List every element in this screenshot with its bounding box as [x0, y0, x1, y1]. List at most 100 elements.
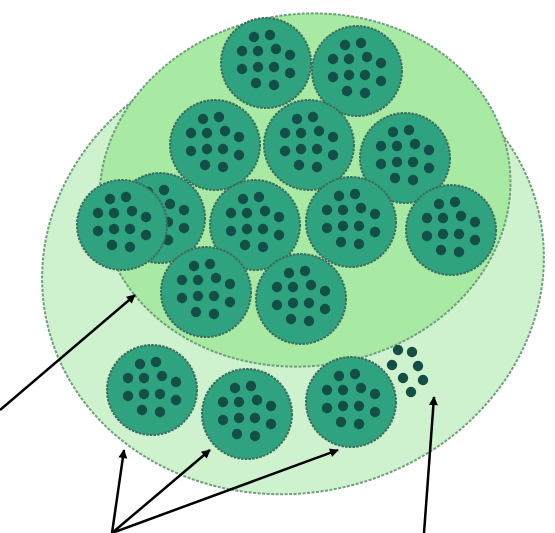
granule — [218, 144, 228, 154]
granule — [336, 417, 346, 427]
granule — [285, 50, 295, 60]
free-granule — [418, 375, 428, 385]
granule — [218, 397, 228, 407]
granule — [322, 403, 332, 413]
granule — [230, 383, 240, 393]
granule — [376, 141, 386, 151]
granule — [320, 286, 330, 296]
granule — [141, 230, 151, 240]
granule — [218, 162, 228, 172]
granule — [107, 240, 117, 250]
granule — [265, 30, 275, 40]
granule — [242, 208, 252, 218]
granule — [344, 54, 354, 64]
granule — [234, 413, 244, 423]
granule — [193, 291, 203, 301]
granule — [151, 357, 161, 367]
inner-cell-3 — [170, 100, 260, 190]
granule — [356, 203, 366, 213]
granule — [209, 309, 219, 319]
inner-cell-10 — [256, 254, 346, 344]
inner-cell-12 — [406, 185, 496, 275]
inner-cell-2 — [312, 26, 402, 116]
granule — [410, 139, 420, 149]
granule — [296, 144, 306, 154]
granule — [272, 300, 282, 310]
granule — [232, 429, 242, 439]
granule — [300, 266, 310, 276]
granule — [344, 70, 354, 80]
cell-body — [202, 369, 292, 459]
granule — [304, 298, 314, 308]
granule — [328, 54, 338, 64]
granule — [198, 114, 208, 124]
cell-body — [107, 345, 197, 435]
cell-body — [306, 357, 396, 447]
granule — [288, 298, 298, 308]
granule — [214, 112, 224, 122]
cell-body — [264, 100, 354, 190]
granule — [284, 268, 294, 278]
granule — [252, 395, 262, 405]
granule — [322, 223, 332, 233]
granule — [470, 217, 480, 227]
granule — [191, 307, 201, 317]
granule — [234, 132, 244, 142]
granule — [356, 383, 366, 393]
granule — [109, 208, 119, 218]
free-granule — [413, 361, 423, 371]
granule — [93, 208, 103, 218]
inner-cell-1 — [221, 18, 311, 108]
granule — [125, 224, 135, 234]
inner-cell-9 — [161, 247, 251, 337]
granule — [424, 163, 434, 173]
granule — [141, 212, 151, 222]
granule — [370, 407, 380, 417]
granule — [354, 221, 364, 231]
granule — [328, 72, 338, 82]
inner-cell-8 — [306, 177, 396, 267]
granule — [422, 231, 432, 241]
granule — [240, 240, 250, 250]
granule — [109, 224, 119, 234]
granule — [370, 209, 380, 219]
granule — [356, 38, 366, 48]
granule — [121, 192, 131, 202]
granule — [186, 146, 196, 156]
granule — [470, 235, 480, 245]
granule — [93, 226, 103, 236]
granule — [292, 114, 302, 124]
granule — [340, 40, 350, 50]
granule — [155, 407, 165, 417]
granule — [246, 381, 256, 391]
cell-body — [170, 100, 260, 190]
granule — [288, 282, 298, 292]
granule — [258, 224, 268, 234]
granule — [171, 377, 181, 387]
granule — [454, 229, 464, 239]
granule — [436, 245, 446, 255]
granule — [322, 385, 332, 395]
granule — [202, 128, 212, 138]
granule — [269, 62, 279, 72]
granule — [200, 160, 210, 170]
granule — [350, 369, 360, 379]
granule — [225, 297, 235, 307]
granule — [334, 191, 344, 201]
granule — [336, 237, 346, 247]
granule — [280, 146, 290, 156]
granule — [157, 371, 167, 381]
granule — [338, 205, 348, 215]
granule — [308, 112, 318, 122]
granule — [155, 389, 165, 399]
granule — [456, 211, 466, 221]
granule — [338, 221, 348, 231]
granule — [258, 242, 268, 252]
arrow-to-loose-cell-left — [112, 450, 124, 533]
granule — [237, 64, 247, 74]
granule — [274, 230, 284, 240]
granule — [171, 395, 181, 405]
granule — [137, 405, 147, 415]
free-granule — [387, 360, 397, 370]
loose-cell-3 — [306, 357, 396, 447]
